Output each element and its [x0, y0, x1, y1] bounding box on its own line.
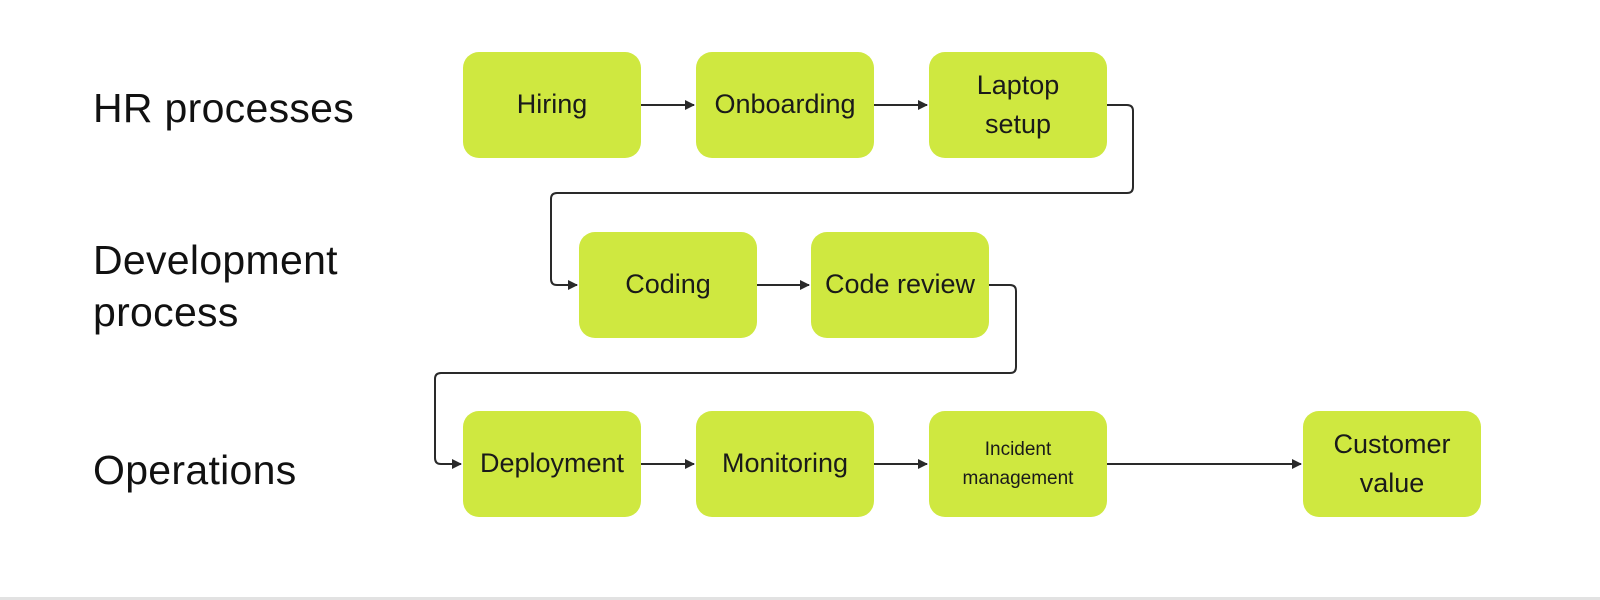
- node-label: Hiring: [516, 89, 588, 120]
- node-label: Customer value: [1333, 428, 1451, 498]
- node-incident-management[interactable]: Incident management: [929, 411, 1107, 517]
- node-coding[interactable]: Coding: [579, 232, 757, 338]
- edge-laptop-setup-to-coding: [550, 104, 1134, 290]
- bottom-divider: [0, 597, 1600, 600]
- node-label: Coding: [625, 269, 711, 300]
- node-monitoring[interactable]: Monitoring: [696, 411, 874, 517]
- node-hiring[interactable]: Hiring: [463, 52, 641, 158]
- row-label-operations: Operations: [93, 447, 297, 493]
- node-label: Deployment: [479, 448, 625, 479]
- node-label: Code review: [824, 269, 976, 300]
- node-deployment[interactable]: Deployment: [463, 411, 641, 517]
- edge-code-review-to-deployment: [434, 284, 1017, 469]
- node-label: Monitoring: [721, 448, 849, 479]
- node-label: Laptop setup: [976, 69, 1060, 139]
- row-label-hr-processes: HR processes: [93, 85, 355, 131]
- node-customer-value[interactable]: Customer value: [1303, 411, 1481, 517]
- node-label: Incident management: [962, 438, 1074, 489]
- node-code-review[interactable]: Code review: [811, 232, 989, 338]
- row-label-development-process: Development process: [93, 237, 338, 336]
- node-label: Onboarding: [714, 89, 856, 120]
- node-laptop-setup[interactable]: Laptop setup: [929, 52, 1107, 158]
- node-onboarding[interactable]: Onboarding: [696, 52, 874, 158]
